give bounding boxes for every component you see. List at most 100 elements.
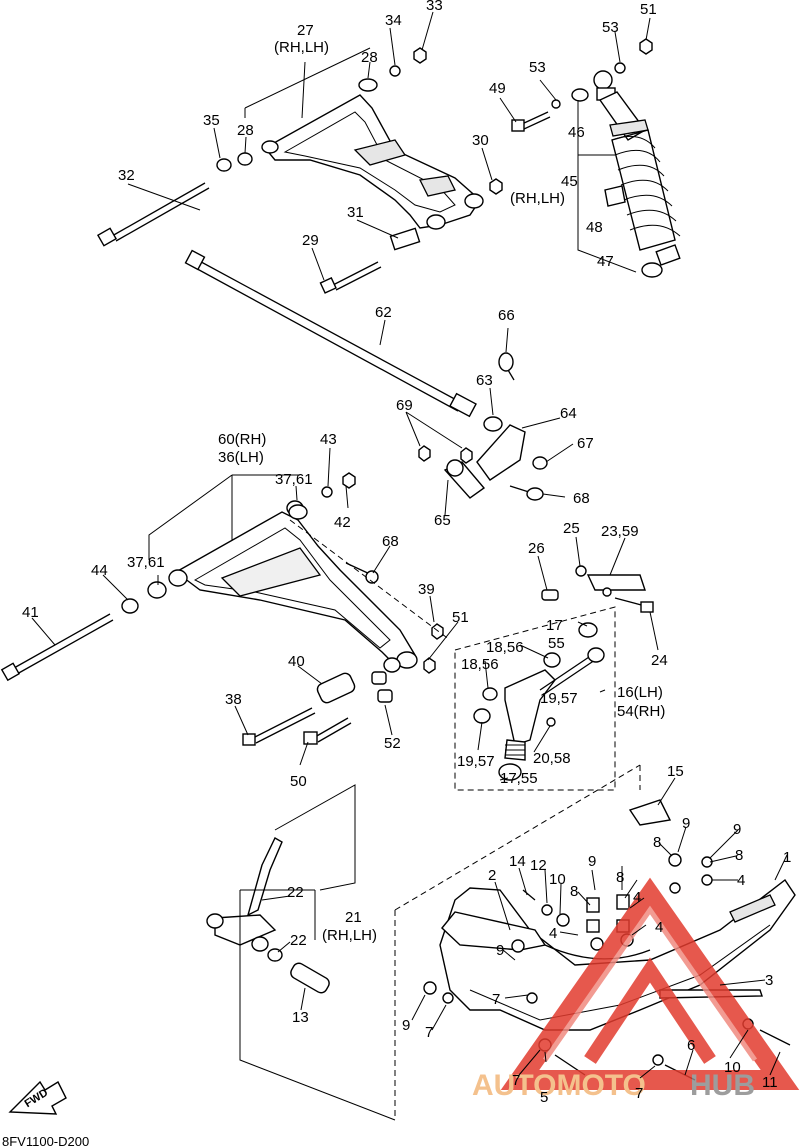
ski-column	[206, 784, 396, 1121]
callout-45: 45	[561, 173, 578, 190]
callout-9-a: 9	[682, 815, 690, 832]
callout-16: 16(LH)	[617, 684, 663, 701]
callout-15: 15	[667, 763, 684, 780]
callout-32: 32	[118, 167, 135, 184]
callout-8-b: 8	[735, 847, 743, 864]
diagram-code: 8FV1100-D200	[2, 1134, 89, 1148]
callout-29: 29	[302, 232, 319, 249]
callout-7-a: 7	[492, 991, 500, 1008]
lower-a-arm	[0, 472, 444, 746]
callout-2: 2	[488, 867, 496, 884]
callout-21: 21	[345, 909, 362, 926]
callout-24: 24	[651, 652, 668, 669]
callout-labels: 27 (RH,LH) 34 33 28 35 28 30 32 31 29 51…	[22, 0, 791, 1106]
callout-4-c: 4	[549, 925, 557, 942]
callout-23-59: 23,59	[601, 523, 639, 540]
spindle-assembly	[289, 519, 654, 791]
callout-4-a: 4	[737, 872, 745, 889]
callout-41: 41	[22, 604, 39, 621]
callout-9-b: 9	[733, 821, 741, 838]
callout-62: 62	[375, 304, 392, 321]
callout-37-61-top: 37,61	[275, 471, 313, 488]
callout-44: 44	[91, 562, 108, 579]
callout-68-right: 68	[573, 490, 590, 507]
callout-17: 17	[546, 617, 563, 634]
callout-63: 63	[476, 372, 493, 389]
callout-4-b: 4	[633, 889, 641, 906]
callout-8-c: 8	[616, 869, 624, 886]
callout-11: 11	[762, 1074, 778, 1091]
rear-shock	[511, 38, 681, 278]
callout-50: 50	[290, 773, 307, 790]
callout-64: 64	[560, 405, 577, 422]
callout-52: 52	[384, 735, 401, 752]
callout-9-c: 9	[588, 853, 596, 870]
callout-67: 67	[577, 435, 594, 452]
callout-35: 35	[203, 112, 220, 129]
fwd-arrow-icon: FWD	[8, 1080, 67, 1115]
callout-10-a: 10	[549, 871, 566, 888]
callout-12: 12	[530, 857, 547, 874]
callout-51-mid: 51	[452, 609, 469, 626]
callout-19-57-left: 19,57	[457, 753, 495, 770]
callout-60: 60(RH)	[218, 431, 266, 448]
callout-37-61-left: 37,61	[127, 554, 165, 571]
callout-38: 38	[225, 691, 242, 708]
callout-36: 36(LH)	[218, 449, 264, 466]
callout-22-bottom: 22	[290, 932, 307, 949]
callout-17-55: 17,55	[500, 770, 538, 787]
callout-48: 48	[586, 219, 603, 236]
callout-21-sub: (RH,LH)	[322, 927, 377, 944]
callout-30: 30	[472, 132, 489, 149]
callout-65: 65	[434, 512, 451, 529]
callout-9-d: 9	[496, 942, 504, 959]
watermark-text-hub: HUB	[690, 1069, 755, 1102]
callout-1: 1	[783, 849, 791, 866]
callout-8-d: 8	[570, 883, 578, 900]
callout-7-d: 7	[635, 1085, 643, 1102]
callout-66: 66	[498, 307, 515, 324]
callout-42: 42	[334, 514, 351, 531]
callout-25: 25	[563, 520, 580, 537]
callout-27-sub: (RH,LH)	[274, 39, 329, 56]
callout-6: 6	[687, 1037, 695, 1054]
callout-43: 43	[320, 431, 337, 448]
callout-34: 34	[385, 12, 402, 29]
upper-a-arm	[96, 47, 503, 294]
callout-33: 33	[426, 0, 443, 14]
callout-19-57-right: 19,57	[540, 690, 578, 707]
callout-27: 27	[297, 22, 314, 39]
callout-69: 69	[396, 397, 413, 414]
callout-45-sub: (RH,LH)	[510, 190, 565, 207]
callout-13: 13	[292, 1009, 309, 1026]
watermark-logo: AUTOMOTO HUB	[472, 877, 800, 1102]
callout-4-d: 4	[655, 919, 663, 936]
stabilizer-linkage	[418, 352, 548, 501]
callout-7-c: 7	[512, 1072, 520, 1089]
callout-28-left: 28	[237, 122, 254, 139]
callout-20-58: 20,58	[533, 750, 571, 767]
callout-9-e: 9	[402, 1017, 410, 1034]
callout-18-56-top: 18,56	[486, 639, 524, 656]
callout-68-mid: 68	[382, 533, 399, 550]
callout-39: 39	[418, 581, 435, 598]
callout-51-top: 51	[640, 1, 657, 18]
callout-3: 3	[765, 972, 773, 989]
callout-7-b: 7	[425, 1024, 433, 1041]
callout-22-top: 22	[287, 884, 304, 901]
callout-31: 31	[347, 204, 364, 221]
callout-10-b: 10	[724, 1059, 741, 1076]
callout-18-56-left: 18,56	[461, 656, 499, 673]
callout-14: 14	[509, 853, 526, 870]
watermark-text: AUTOMOTO	[472, 1069, 646, 1102]
callout-53-top: 53	[602, 19, 619, 36]
callout-47: 47	[597, 253, 614, 270]
leader-lines	[31, 11, 788, 1079]
callout-5: 5	[540, 1089, 548, 1106]
callout-8-a: 8	[653, 834, 661, 851]
callout-49: 49	[489, 80, 506, 97]
callout-53-mid: 53	[529, 59, 546, 76]
drive-shaft	[184, 249, 477, 418]
callout-54: 54(RH)	[617, 703, 665, 720]
